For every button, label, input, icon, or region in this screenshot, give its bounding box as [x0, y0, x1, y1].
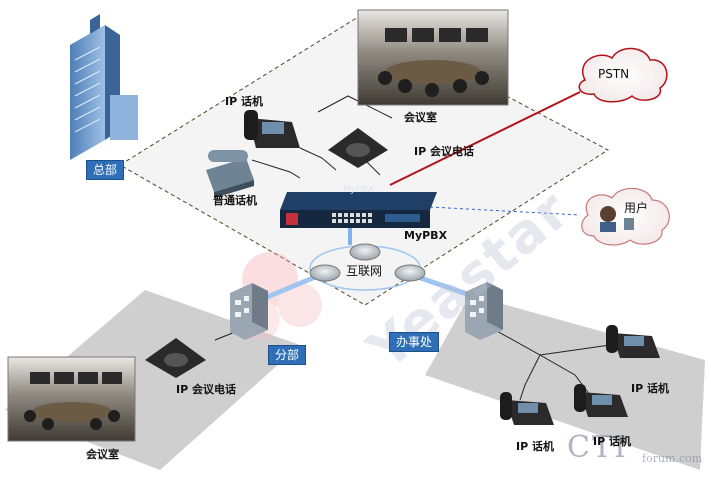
office-ip-phone-label-1: IP 话机	[631, 382, 669, 395]
office-ip-phone-icon-2	[500, 392, 554, 425]
office-ip-phone-icon-3	[574, 384, 628, 417]
branch-badge: 分部	[268, 345, 307, 365]
user-label: 用户	[624, 201, 649, 215]
branch-building-icon	[230, 283, 268, 340]
office-ip-phone-label-3: IP 话机	[593, 435, 631, 448]
hq-line-ipphone	[299, 147, 337, 171]
hq-meeting-room-photo	[357, 9, 509, 106]
office-line-2	[519, 354, 541, 401]
branch-link	[259, 272, 321, 303]
remote-user-cloud-icon	[581, 187, 670, 246]
hq-badge: 总部	[86, 160, 125, 180]
remote-user-line	[429, 206, 581, 216]
cti-watermark-sub: forum.com	[642, 452, 703, 465]
hq-line-room	[317, 95, 393, 119]
analog-phone-icon	[206, 150, 254, 198]
hq-meeting-room-label: 会议室	[404, 111, 437, 124]
branch-meeting-room-label: 会议室	[86, 448, 119, 461]
office-building-icon	[465, 282, 503, 340]
hq-ip-phone-label: IP 话机	[225, 95, 263, 108]
hq-line-analog	[251, 159, 301, 179]
pbx-device-brand: MyPBX	[343, 185, 374, 195]
branch-conference-phone-icon	[145, 338, 206, 378]
pstn-label: PSTN	[598, 67, 630, 81]
office-zone	[425, 295, 705, 470]
mypbx-device-icon	[280, 192, 437, 228]
cti-watermark: CTI	[567, 430, 628, 465]
pstn-cloud-icon	[578, 47, 668, 103]
office-ip-phone-icon-1	[606, 325, 660, 358]
branch-conference-phone-label: IP 会议电话	[176, 383, 236, 396]
pstn-line	[389, 91, 581, 186]
headquarters-building-icon	[70, 14, 138, 160]
pbx-label: MyPBX	[404, 229, 448, 242]
internet-router-icon	[309, 243, 426, 282]
hq-ip-phone-icon	[244, 110, 300, 148]
hq-conference-phone-label: IP 会议电话	[414, 145, 474, 158]
office-ip-phone-label-2: IP 话机	[516, 440, 554, 453]
internet-label: 互联网	[346, 264, 383, 278]
analog-phone-label: 普通话机	[213, 194, 257, 207]
office-badge: 办事处	[389, 332, 440, 352]
branch-meeting-room-photo	[7, 356, 136, 442]
hq-conference-phone-icon	[328, 128, 388, 168]
